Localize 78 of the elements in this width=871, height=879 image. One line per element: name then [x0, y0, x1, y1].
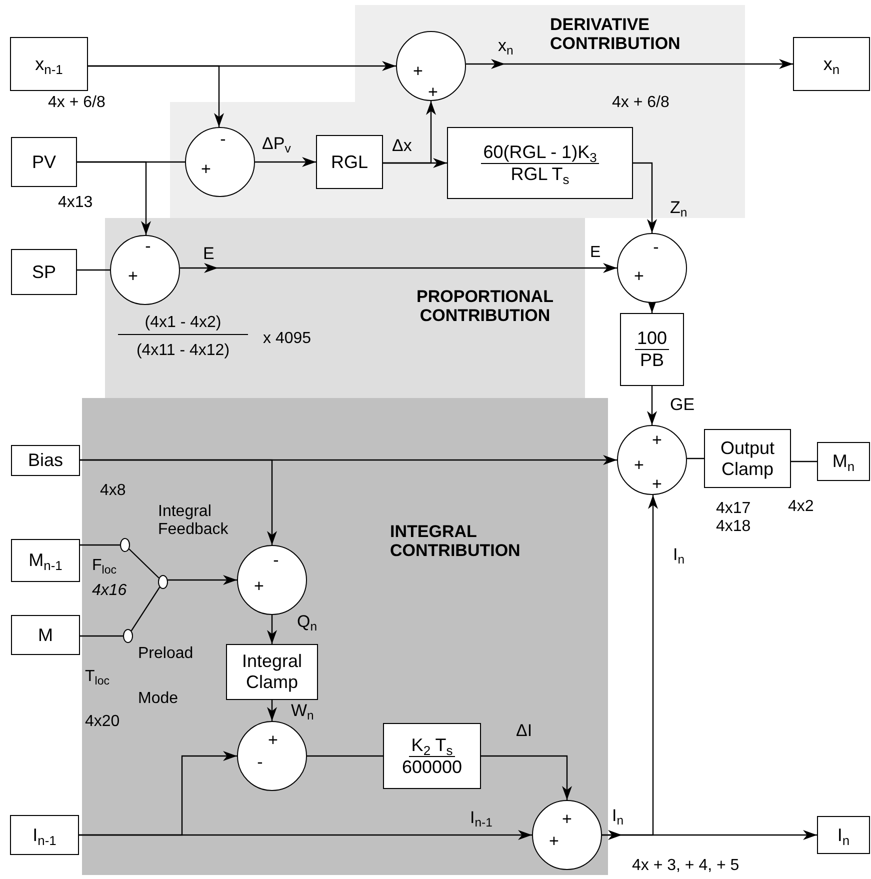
- signal-box: Output Clamp: [704, 429, 791, 488]
- signal-box: M: [11, 615, 80, 655]
- signal-label: GE: [670, 395, 695, 415]
- signal-box: I$_{n-1}$: [10, 815, 79, 855]
- sign-label: +: [634, 456, 644, 474]
- sign-label: +: [268, 732, 278, 748]
- signal-box: RGL: [316, 135, 383, 189]
- sign-label: -: [220, 130, 226, 148]
- sign-label: -: [145, 238, 151, 254]
- signal-box: PV: [11, 137, 77, 187]
- signal-box: Bias: [11, 445, 80, 476]
- signal-label: I$_{n}$: [673, 545, 685, 565]
- denominator-text: 600000: [400, 756, 464, 778]
- numerator-text: K$_{2}$ T$_{s}$: [409, 734, 455, 756]
- signal-label: E: [203, 244, 214, 264]
- section-title: PROPORTIONAL CONTRIBUTION: [416, 287, 554, 326]
- sign-label: +: [634, 268, 644, 284]
- switch-contact: [158, 575, 168, 589]
- section-title: DERIVATIVE CONTRIBUTION: [550, 15, 682, 54]
- annotation-text: F$_{loc}$: [92, 557, 117, 576]
- sign-label: -: [653, 238, 659, 256]
- sign-label: +: [652, 432, 662, 448]
- signal-box: M$_{n-1}$: [11, 539, 80, 582]
- contribution-band: [170, 5, 745, 218]
- annotation-text: 4x16: [92, 582, 127, 600]
- formula-text: (4x1 - 4x2): [118, 314, 248, 336]
- sign-label: +: [428, 84, 438, 100]
- sign-label: +: [652, 476, 662, 492]
- annotation-text: 4x + 6/8: [612, 94, 670, 112]
- numerator-text: 100: [634, 328, 670, 350]
- sign-label: -: [257, 754, 263, 770]
- annotation-text: Mode: [138, 690, 178, 708]
- signal-label: Δx: [392, 136, 412, 156]
- signal-box: Integral Clamp: [226, 644, 318, 700]
- annotation-text: E: [590, 244, 601, 262]
- sign-label: +: [549, 832, 559, 850]
- sign-label: +: [562, 810, 572, 828]
- annotation-text: Preload: [138, 645, 194, 664]
- sign-label: +: [413, 62, 423, 80]
- annotation-text: 4x20: [85, 713, 120, 732]
- annotation-text: 4x + 3, + 4, + 5: [632, 857, 740, 876]
- signal-label: ΔP$_{v}$: [262, 134, 291, 154]
- annotation-text: Integral Feedback: [158, 503, 230, 540]
- transfer-function-box: [620, 313, 684, 386]
- signal-label: Z$_{n}$: [670, 198, 688, 218]
- signal-label: I$_{n-1}$: [470, 808, 492, 828]
- register-address: 4x17 4x18: [716, 500, 752, 537]
- signal-box: I$_{n}$: [817, 816, 870, 854]
- register-address: 4x13: [58, 194, 93, 212]
- signal-box: x$_{n-1}$: [10, 37, 88, 91]
- denominator-text: PB: [638, 350, 665, 371]
- signal-box: x$_{n}$: [793, 37, 870, 91]
- contribution-band: [82, 398, 608, 875]
- section-title: INTEGRAL CONTRIBUTION: [390, 522, 522, 560]
- signal-box: M$_{n}$: [817, 442, 870, 481]
- switch-contact: [120, 538, 130, 552]
- register-address: 4x2: [788, 498, 814, 516]
- signal-label: W$_{n}$: [291, 701, 314, 721]
- register-address: 4x8: [100, 482, 126, 500]
- denominator-text: RGL T$_{s}$: [510, 164, 570, 184]
- annotation-text: T$_{loc}$: [85, 668, 110, 686]
- numerator-text: 60(RGL - 1)K$_{3}$: [481, 142, 599, 164]
- signal-box: SP: [11, 249, 77, 295]
- contribution-band: [105, 218, 585, 398]
- signal-label: Q$_{n}$: [297, 612, 318, 632]
- sign-label: +: [128, 268, 138, 284]
- formula-text: x 4095: [263, 330, 312, 348]
- switch-contact: [123, 629, 133, 643]
- sign-label: +: [254, 578, 264, 594]
- signal-label: x$_{n}$: [498, 36, 514, 56]
- register-address: 4x + 6/8: [48, 94, 106, 112]
- sign-label: +: [201, 160, 211, 178]
- formula-text: (4x11 - 4x12): [135, 342, 231, 360]
- sign-label: -: [273, 552, 279, 568]
- signal-label: I$_{n}$: [612, 806, 624, 826]
- signal-label: ΔI: [516, 721, 532, 741]
- transfer-function-box: [447, 127, 633, 199]
- transfer-function-box: [383, 723, 481, 789]
